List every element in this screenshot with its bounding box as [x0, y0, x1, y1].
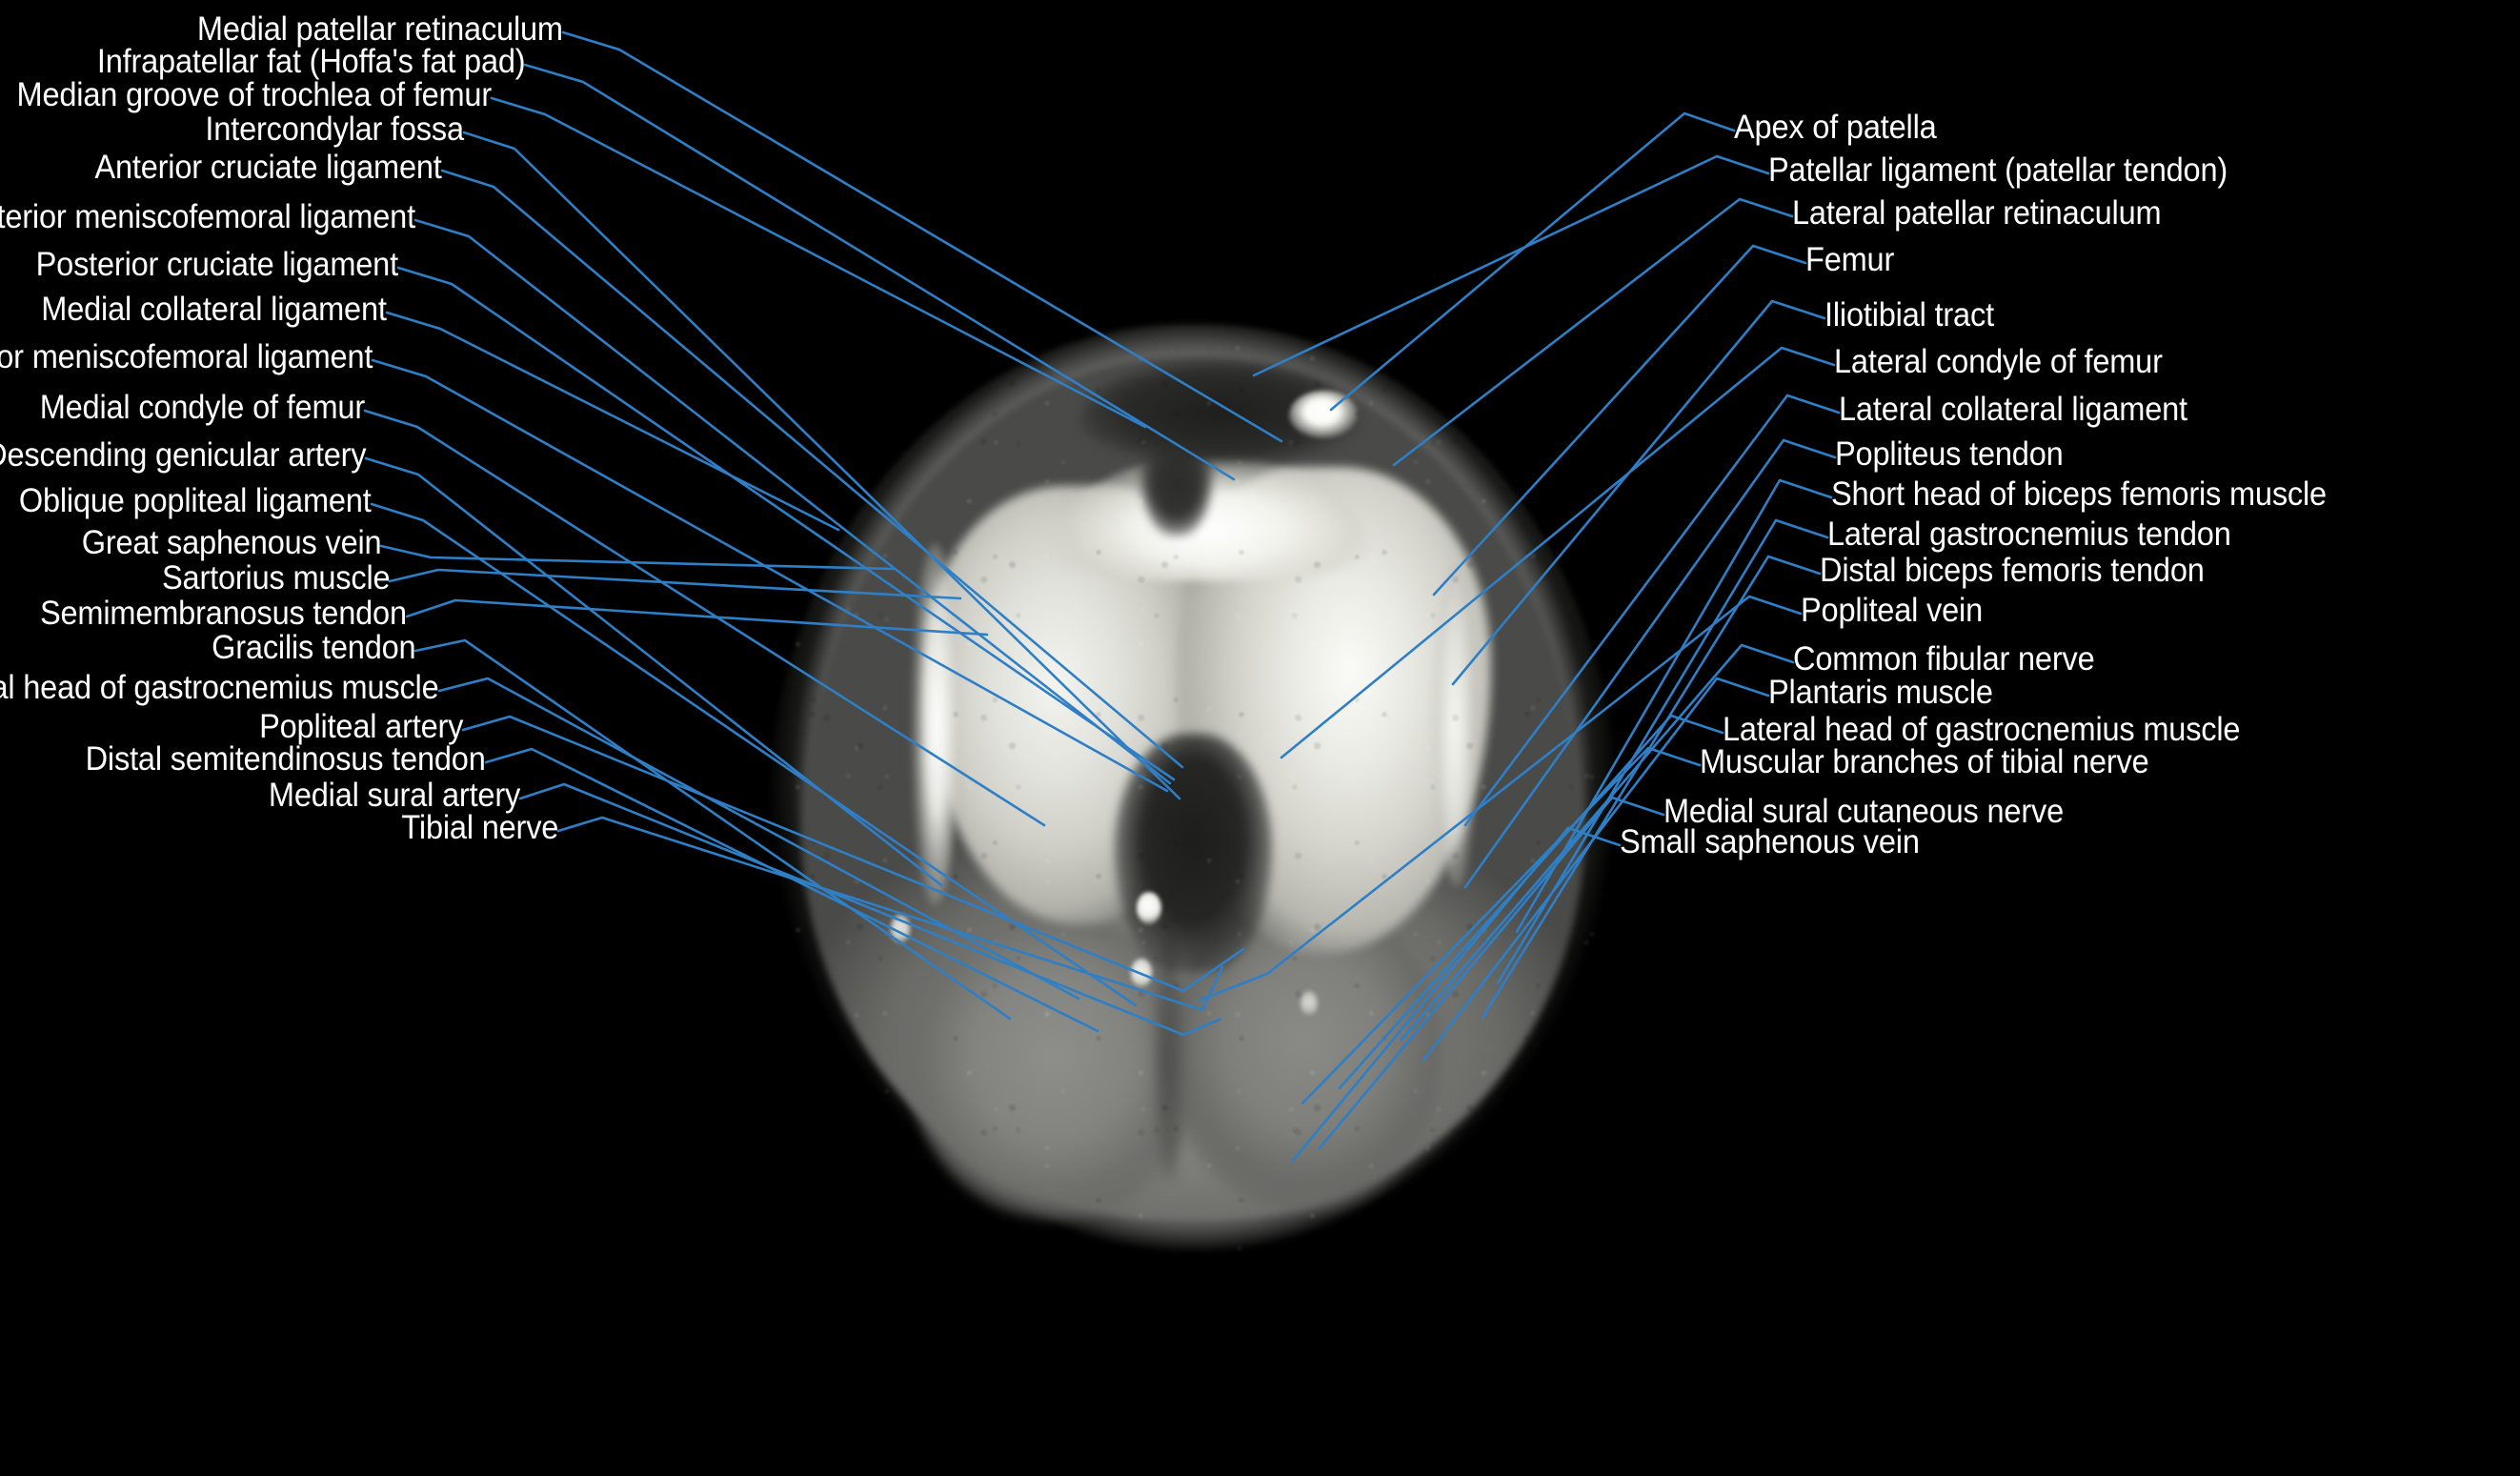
label-intercondylar-fossa: Intercondylar fossa [205, 111, 465, 148]
label-lateral-collateral-ligament: Lateral collateral ligament [1839, 391, 2187, 428]
label-descending-genicular-artery: Descending genicular artery [0, 436, 366, 474]
label-medial-sural-cutaneous-nerve: Medial sural cutaneous nerve [1663, 793, 2064, 830]
label-sartorius-muscle: Sartorius muscle [161, 559, 391, 596]
label-femur: Femur [1805, 241, 1895, 278]
label-popliteus-tendon: Popliteus tendon [1835, 435, 2064, 473]
label-anterior-meniscofemoral-ligament: Anterior meniscofemoral ligament [0, 198, 415, 235]
label-popliteal-vein: Popliteal vein [1801, 592, 1984, 629]
label-short-head-biceps-femoris: Short head of biceps femoris muscle [1831, 475, 2327, 513]
label-popliteal-artery: Popliteal artery [258, 708, 463, 745]
label-patellar-ligament: Patellar ligament (patellar tendon) [1768, 152, 2228, 189]
label-distal-biceps-femoris-tendon: Distal biceps femoris tendon [1820, 552, 2205, 589]
label-common-fibular-nerve: Common fibular nerve [1793, 640, 2095, 677]
label-oblique-popliteal-ligament: Oblique popliteal ligament [19, 482, 372, 519]
label-distal-semitendinosus-tendon: Distal semitendinosus tendon [86, 740, 486, 778]
label-plantaris-muscle: Plantaris muscle [1768, 674, 1993, 711]
label-anterior-cruciate-ligament: Anterior cruciate ligament [94, 149, 442, 186]
label-iliotibial-tract: Iliotibial tract [1824, 296, 1994, 334]
label-medial-patellar-retinaculum: Medial patellar retinaculum [197, 10, 563, 48]
label-infrapatellar-fat: Infrapatellar fat (Hoffa's fat pad) [96, 43, 525, 80]
label-lateral-gastrocnemius-tendon: Lateral gastrocnemius tendon [1827, 516, 2231, 553]
label-tibial-nerve: Tibial nerve [401, 809, 558, 846]
label-small-saphenous-vein: Small saphenous vein [1620, 823, 1920, 860]
label-lateral-patellar-retinaculum: Lateral patellar retinaculum [1792, 194, 2162, 232]
label-great-saphenous-vein: Great saphenous vein [81, 524, 381, 561]
mri-scan-image [767, 324, 1620, 1253]
label-medial-head-gastrocnemius: Medial head of gastrocnemius muscle [0, 669, 439, 706]
label-medial-condyle-of-femur: Medial condyle of femur [39, 389, 365, 426]
label-posterior-cruciate-ligament: Posterior cruciate ligament [35, 246, 399, 283]
label-medial-sural-artery: Medial sural artery [268, 777, 520, 814]
label-muscular-branches-tibial-nerve: Muscular branches of tibial nerve [1700, 743, 2149, 780]
label-lateral-head-gastrocnemius: Lateral head of gastrocnemius muscle [1723, 711, 2241, 748]
mri-noise-texture [767, 324, 1620, 1253]
label-gracilis-tendon: Gracilis tendon [211, 629, 416, 666]
label-semimembranosus-tendon: Semimembranosus tendon [40, 595, 407, 632]
label-posterior-meniscofemoral-ligament: Posterior meniscofemoral ligament [0, 338, 373, 375]
label-medial-collateral-ligament: Medial collateral ligament [41, 291, 388, 328]
label-apex-of-patella: Apex of patella [1734, 109, 1937, 146]
label-lateral-condyle-of-femur: Lateral condyle of femur [1834, 343, 2163, 380]
label-median-groove-trochlea: Median groove of trochlea of femur [16, 76, 493, 113]
